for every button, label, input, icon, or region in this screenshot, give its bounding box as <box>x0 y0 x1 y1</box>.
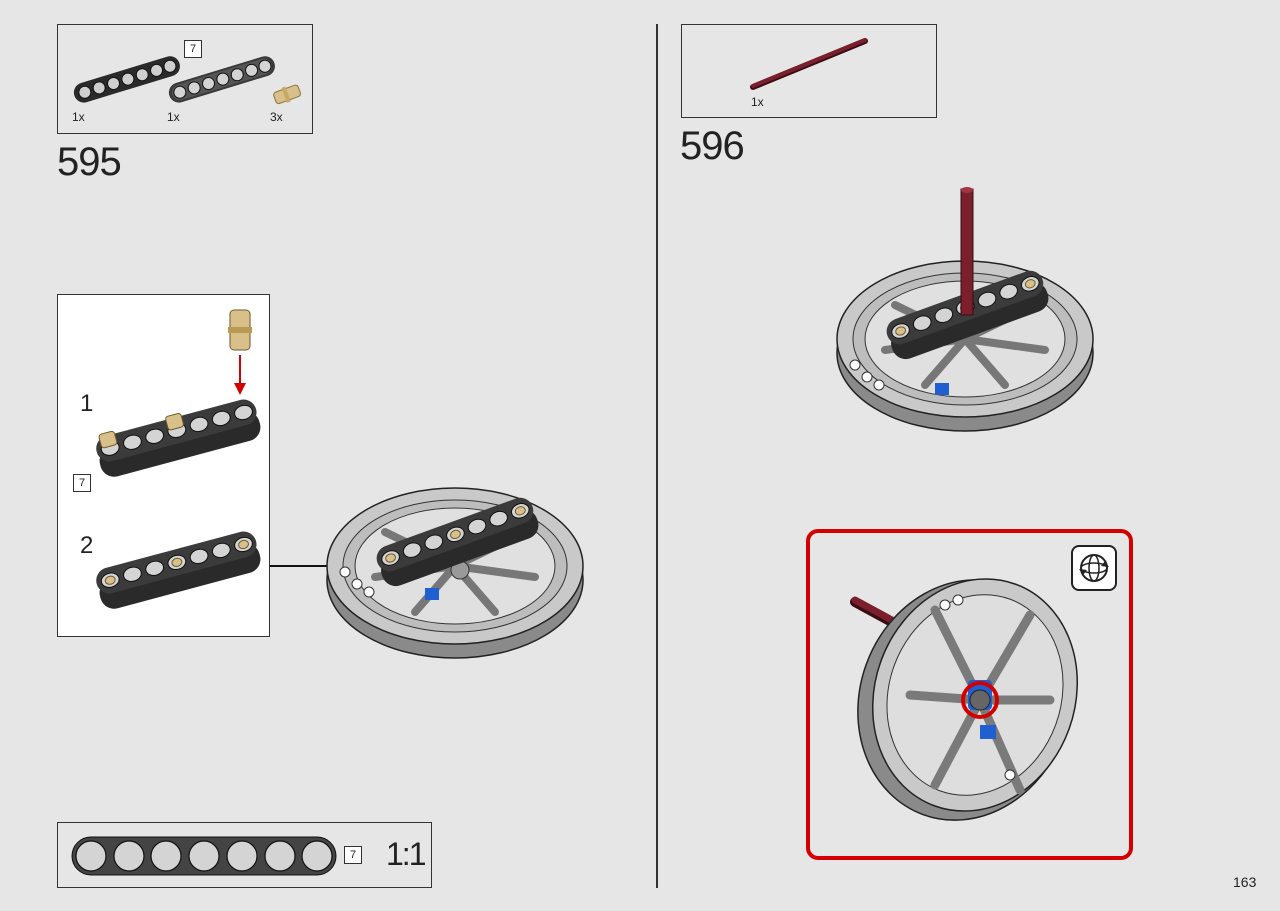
wheel-rear-view <box>850 578 1079 821</box>
rear-view-callout <box>806 529 1133 860</box>
parts-list-beam-grey <box>168 56 275 103</box>
parts-list-box-596 <box>681 24 937 118</box>
substep-number-2: 2 <box>80 532 94 559</box>
scale-reference-beam <box>71 836 337 876</box>
parts-list-box-595 <box>57 24 313 134</box>
step-number-596: 596 <box>680 124 745 168</box>
page-number: 163 <box>1233 874 1257 890</box>
parts-qty-beam-black: 1x <box>72 110 85 124</box>
substep-2-illustration <box>96 531 261 609</box>
parts-list-pin-tan <box>273 84 301 105</box>
parts-qty-beam-grey: 1x <box>167 110 180 124</box>
step-number-595: 595 <box>57 140 122 184</box>
wheel-assembly-595 <box>326 487 584 659</box>
substep-length-tag: 7 <box>73 474 91 492</box>
scale-length-tag: 7 <box>344 846 362 864</box>
scale-reference-box <box>57 822 432 888</box>
page-divider <box>656 24 658 888</box>
scale-label: 1:1 <box>386 836 427 872</box>
parts-length-tag: 7 <box>184 40 202 58</box>
wheel-assembly-596 <box>836 187 1094 432</box>
substep-number-1: 1 <box>80 390 94 417</box>
parts-qty-axle: 1x <box>751 95 764 109</box>
parts-qty-pin-tan: 3x <box>270 110 283 124</box>
parts-list-beam-black <box>73 56 180 103</box>
substep-1-illustration <box>96 309 261 477</box>
rotate-view-icon <box>1071 545 1117 591</box>
parts-list-axle <box>750 38 868 90</box>
